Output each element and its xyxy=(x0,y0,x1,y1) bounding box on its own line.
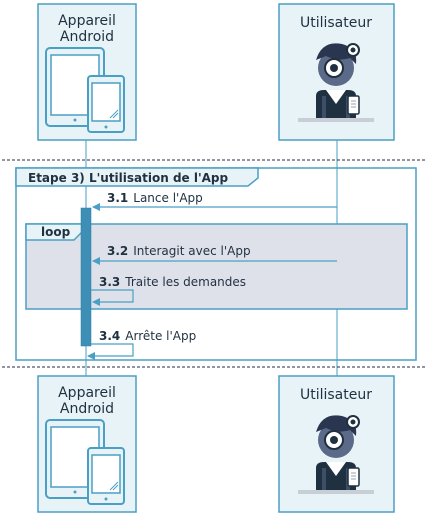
user-with-phone-icon xyxy=(298,43,374,122)
loop-title: loop xyxy=(41,225,71,239)
message-3-1: 3.1 Lance l'App xyxy=(92,191,337,211)
participant-user-top: Utilisateur xyxy=(278,3,395,141)
message-text: Traite les demandes xyxy=(124,275,246,289)
message-3-2: 3.2 Interagit avec l'App xyxy=(92,244,337,265)
participant-android-top: Appareil Android xyxy=(37,3,137,141)
message-text: Lance l'App xyxy=(133,191,203,205)
message-text: Interagit avec l'App xyxy=(133,244,250,258)
participant-label: Utilisateur xyxy=(300,387,372,403)
group-frame: Etape 3) L'utilisation de l'App xyxy=(15,167,417,361)
tablet-phone-icon xyxy=(45,419,125,505)
message-number: 3.1 xyxy=(107,191,128,205)
message-text: Arrête l'App xyxy=(125,329,196,343)
message-number: 3.2 xyxy=(107,244,128,258)
participant-android-bottom: Appareil Android xyxy=(37,375,137,513)
participant-label: Utilisateur xyxy=(300,15,372,31)
message-number: 3.3 xyxy=(99,275,120,289)
participant-label-line1: Appareil xyxy=(58,385,116,401)
activation-bar xyxy=(80,207,92,347)
participant-label-line2: Android xyxy=(60,29,114,45)
message-3-4: 3.4 Arrête l'App xyxy=(87,329,196,360)
participant-label-line1: Appareil xyxy=(58,13,116,29)
user-with-phone-icon xyxy=(298,415,374,494)
tablet-phone-icon xyxy=(45,47,125,133)
message-3-3: 3.3 Traite les demandes xyxy=(91,275,246,306)
message-number: 3.4 xyxy=(99,329,120,343)
group-title: Etape 3) L'utilisation de l'App xyxy=(28,171,229,185)
participant-label-line2: Android xyxy=(60,401,114,417)
participant-user-bottom: Utilisateur xyxy=(278,375,395,513)
